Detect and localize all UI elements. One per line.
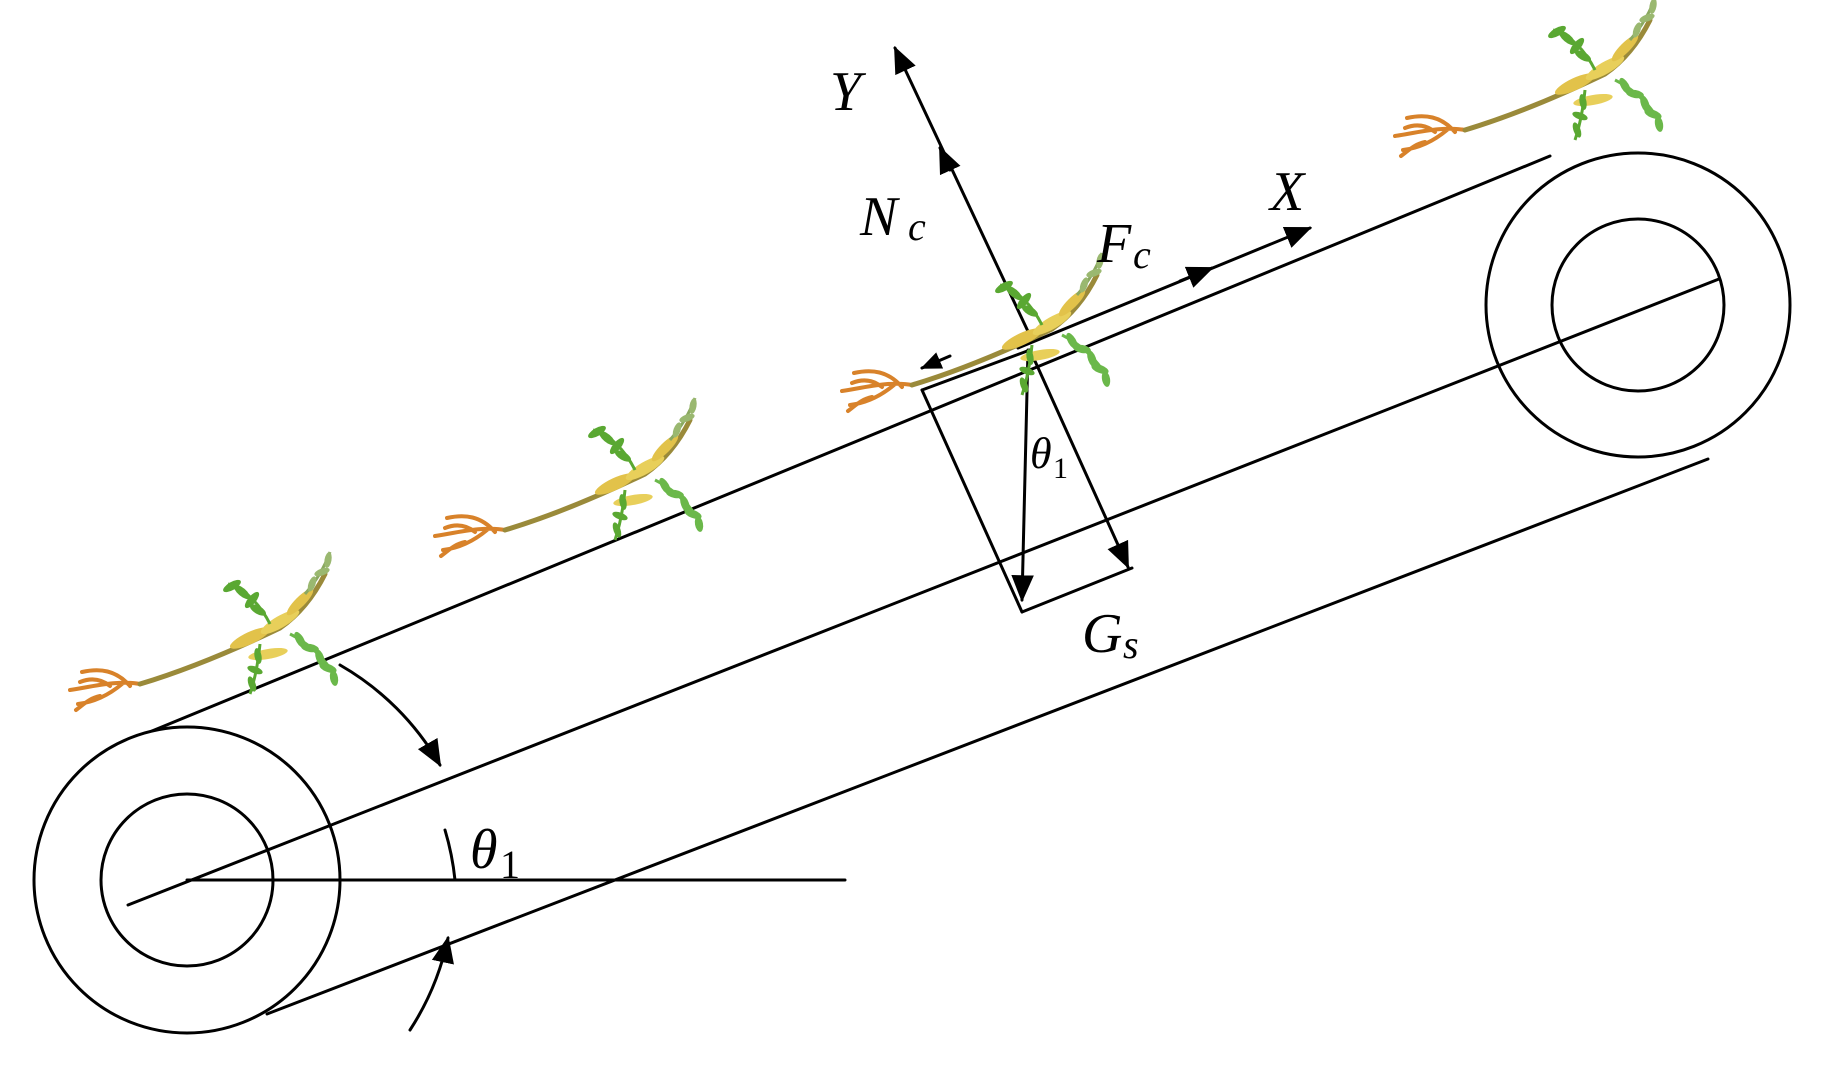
parallelogram-left-side	[920, 388, 1024, 614]
svg-text:s: s	[1123, 622, 1139, 667]
svg-text:N: N	[859, 186, 900, 248]
belt-center-line	[126, 277, 1721, 907]
friction-force-arrow	[1178, 266, 1215, 288]
plant-seedling-icon	[70, 552, 339, 710]
parallelogram-top-side	[920, 348, 1032, 392]
svg-text:θ: θ	[470, 819, 498, 881]
force-diagram	[893, 45, 1313, 614]
short-back-arrow	[920, 352, 952, 370]
svg-text:1: 1	[500, 842, 520, 887]
parallelogram-bottom-side	[1020, 566, 1134, 614]
gravity-label: G s	[1082, 603, 1139, 667]
gravity-normal-component-arrow	[1028, 348, 1130, 570]
inclination-angle-label: θ 1	[470, 819, 520, 887]
belt-bottom-edge	[265, 457, 1710, 1016]
normal-force-arrow	[938, 145, 961, 176]
conveyor-belt	[126, 154, 1721, 1016]
belt-top-edge	[150, 154, 1552, 733]
right-pulley-outer	[1484, 151, 1792, 459]
svg-text:c: c	[1133, 232, 1151, 277]
normal-force-label: N c	[859, 186, 926, 249]
x-axis-arrow	[1016, 226, 1313, 350]
svg-text:G: G	[1082, 603, 1122, 665]
plant-seedling-icon	[1395, 0, 1664, 156]
y-axis-label: Y	[830, 61, 867, 123]
inclination-angle-arc	[338, 663, 457, 1032]
diagram-labels: Y X N c F c G s θ 1 θ 1	[470, 61, 1307, 887]
x-axis-label: X	[1268, 161, 1307, 223]
plant-seedlings	[70, 0, 1664, 710]
svg-text:c: c	[908, 204, 926, 249]
svg-text:F: F	[1096, 213, 1132, 275]
plant-seedling-icon	[435, 398, 704, 556]
right-pulley-inner	[1550, 217, 1726, 393]
inner-angle-label: θ 1	[1030, 429, 1068, 485]
friction-force-label: F c	[1096, 213, 1151, 277]
y-axis-arrow	[893, 45, 1034, 342]
plant-seedling-icon	[842, 253, 1111, 411]
svg-text:1: 1	[1053, 452, 1068, 485]
svg-text:θ: θ	[1030, 429, 1052, 478]
right-pulley	[1484, 151, 1792, 459]
